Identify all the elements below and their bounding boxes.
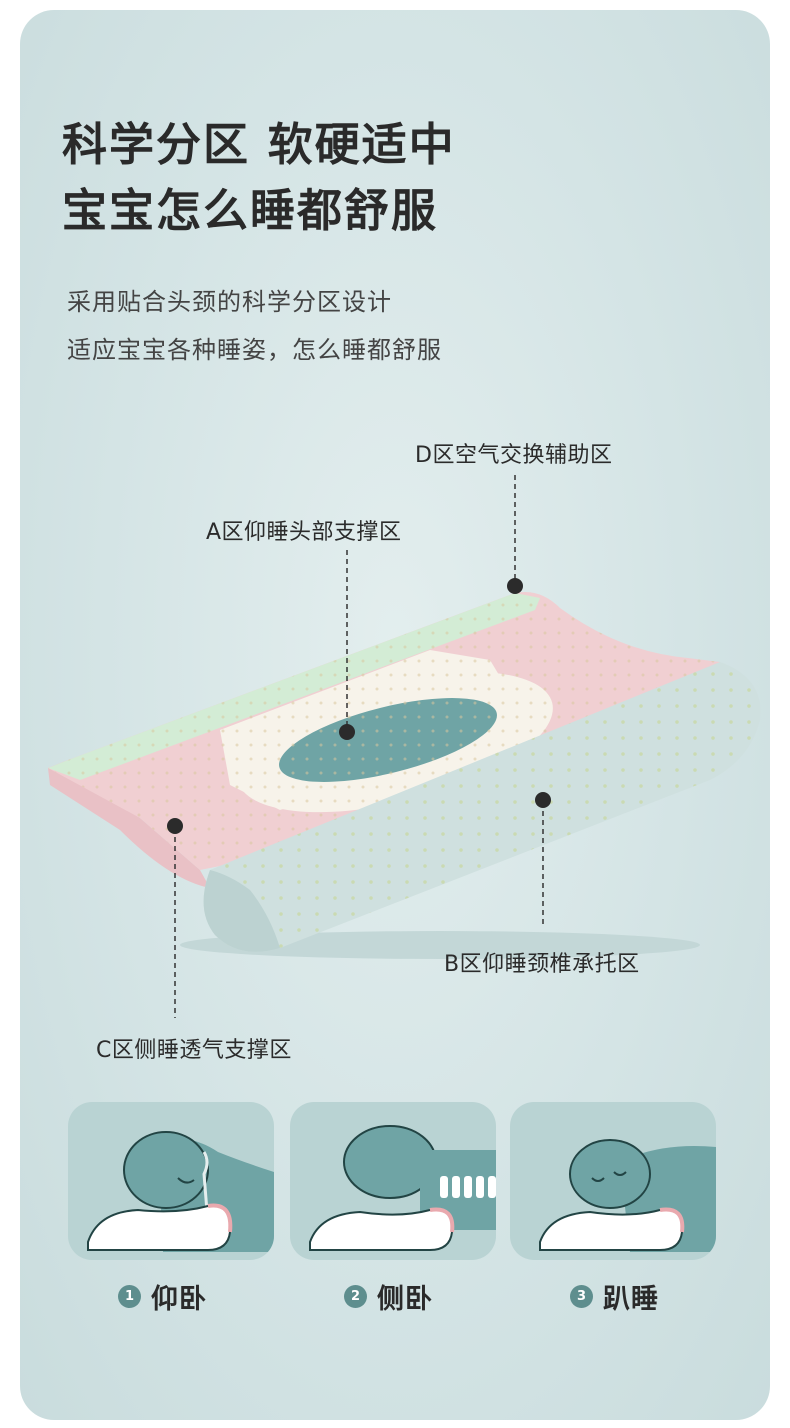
product-card: 科学分区 软硬适中 宝宝怎么睡都舒服 采用贴合头颈的科学分区设计 适应宝宝各种睡… — [20, 10, 770, 1420]
zone-d-label: D区空气交换辅助区 — [415, 443, 613, 468]
pillow-shadow — [180, 931, 700, 959]
dot-d — [507, 578, 523, 594]
pose-card-back — [68, 1102, 274, 1260]
pillow-end-cap — [203, 870, 280, 952]
pose-label-side: 2 侧卧 — [344, 1276, 433, 1316]
zone-a-label: A区仰睡头部支撑区 — [206, 520, 402, 545]
pose-number-1: 1 — [118, 1284, 141, 1308]
subtitle-line-1: 采用贴合头颈的科学分区设计 — [67, 288, 392, 316]
pillow-left-face — [48, 760, 210, 888]
dot-a — [339, 724, 355, 740]
pose-text-side: 侧卧 — [377, 1283, 433, 1315]
pose-text-back: 仰卧 — [151, 1283, 207, 1315]
pose-label-stomach: 3 趴睡 — [570, 1276, 659, 1316]
pose-number-3: 3 — [570, 1284, 593, 1308]
pose-number-2: 2 — [344, 1284, 367, 1308]
pose-label-back: 1 仰卧 — [118, 1276, 207, 1316]
pose-card-stomach — [510, 1102, 716, 1260]
headline-line-2: 宝宝怎么睡都舒服 — [62, 184, 439, 237]
dot-b — [535, 792, 551, 808]
pose-card-side — [290, 1102, 496, 1260]
dot-c — [167, 818, 183, 834]
subtitle-line-2: 适应宝宝各种睡姿，怎么睡都舒服 — [67, 336, 442, 364]
zone-c-label: C区侧睡透气支撑区 — [96, 1038, 292, 1063]
zone-b-label: B区仰睡颈椎承托区 — [444, 952, 640, 977]
pillow-illustration — [48, 475, 761, 1018]
headline-line-1: 科学分区 软硬适中 — [62, 118, 456, 171]
pose-text-stomach: 趴睡 — [603, 1283, 659, 1315]
